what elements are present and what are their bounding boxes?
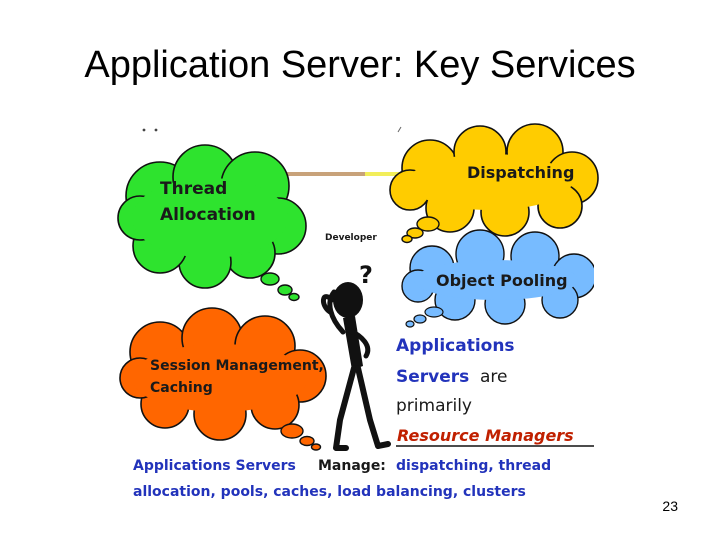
side-text: Applications Servers are primarily Resou…	[396, 336, 594, 447]
bottom-text: Applications Servers Manage: dispatching…	[133, 458, 551, 500]
session-label-line1: Session Management,	[150, 358, 324, 374]
cloud-session-management: Session Management, Caching	[119, 307, 327, 451]
page-number: 23	[662, 498, 678, 514]
developer-figure	[321, 282, 391, 451]
dispatching-label: Dispatching	[467, 163, 574, 182]
side-text-line1: Applications	[396, 336, 515, 356]
bottom-line1-end: dispatching, thread	[396, 458, 551, 474]
cloud-thread-allocation: Thread Allocation	[117, 144, 307, 302]
developer-label: Developer	[325, 233, 377, 243]
cloud-dispatching: Dispatching	[389, 123, 599, 244]
thread-label-line1: Thread	[160, 179, 227, 199]
bottom-line2: allocation, pools, caches, load balancin…	[133, 484, 526, 500]
top-marks	[142, 126, 402, 133]
session-label-line2: Caching	[150, 380, 213, 396]
side-text-line2-are: are	[480, 367, 508, 387]
thread-label-line2: Allocation	[160, 205, 256, 225]
connector-bar	[270, 172, 400, 176]
resource-managers-label: Resource Managers	[397, 426, 574, 445]
page-title: Application Server: Key Services	[84, 44, 636, 86]
question-mark: ?	[359, 261, 373, 289]
cloud-object-pooling: Object Pooling	[401, 229, 624, 328]
pooling-label: Object Pooling	[436, 271, 568, 290]
bottom-line1-manage: Manage:	[318, 458, 386, 474]
side-text-line2-servers: Servers	[396, 367, 469, 387]
bottom-line1-blue: Applications Servers	[133, 458, 296, 474]
side-text-line3: primarily	[396, 396, 472, 416]
